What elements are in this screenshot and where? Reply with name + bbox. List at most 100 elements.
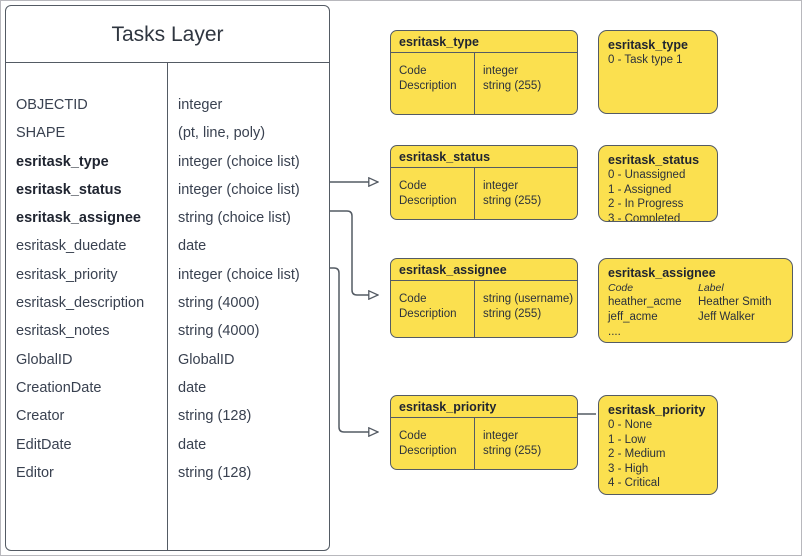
domain-field-line: string (255) bbox=[483, 80, 542, 92]
field-type: string (128) bbox=[178, 464, 252, 481]
field-type: integer (choice list) bbox=[178, 153, 300, 170]
value-list-items: 0 - Task type 1 bbox=[608, 53, 708, 68]
field-type: integer (choice list) bbox=[178, 181, 300, 198]
value-list-header-row: Code Label bbox=[608, 281, 783, 295]
field-type: integer bbox=[178, 97, 223, 113]
field-name: SHAPE bbox=[16, 125, 66, 142]
table-row[interactable]: esritask_notes string (4000) bbox=[6, 317, 329, 345]
field-type: string (128) bbox=[178, 408, 252, 425]
domain-field-line: Code bbox=[399, 293, 427, 305]
field-name: esritask_type bbox=[16, 153, 109, 170]
value-list-assignee[interactable]: esritask_assignee Code Label heather_acm… bbox=[598, 258, 793, 343]
field-name: Creator bbox=[16, 408, 65, 425]
list-item: 0 - Task type 1 bbox=[608, 54, 683, 66]
table-row[interactable]: esritask_priority integer (choice list) bbox=[6, 261, 329, 289]
domain-table-title: esritask_status bbox=[391, 146, 577, 168]
domain-field-line: integer bbox=[483, 180, 519, 192]
domain-field-line: Description bbox=[399, 445, 457, 457]
value-list-title: esritask_priority bbox=[608, 403, 706, 417]
value-code: heather_acme bbox=[608, 296, 682, 308]
field-type: string (choice list) bbox=[178, 210, 291, 227]
domain-field-line: Code bbox=[399, 430, 427, 442]
domain-field-line: Description bbox=[399, 195, 457, 207]
value-list-title: esritask_status bbox=[608, 153, 700, 167]
domain-table-title: esritask_type bbox=[391, 31, 577, 53]
field-name: esritask_status bbox=[16, 181, 122, 198]
value-code: jeff_acme bbox=[608, 311, 658, 323]
value-list-header-label: Label bbox=[698, 282, 724, 294]
field-type: date bbox=[178, 379, 207, 396]
domain-field-types: string (username) string (255) bbox=[483, 292, 573, 322]
value-list-title: esritask_assignee bbox=[608, 266, 716, 280]
domain-field-line: string (255) bbox=[483, 308, 542, 320]
field-name: esritask_notes bbox=[16, 323, 110, 340]
table-row[interactable]: OBJECTID integer bbox=[6, 91, 329, 119]
field-type: (pt, line, poly) bbox=[178, 125, 266, 142]
field-name: esritask_priority bbox=[16, 266, 118, 283]
table-row[interactable]: esritask_description string (4000) bbox=[6, 289, 329, 317]
domain-field-types: integer string (255) bbox=[483, 64, 541, 94]
table-row[interactable]: SHAPE (pt, line, poly) bbox=[6, 119, 329, 147]
table-row[interactable]: Editor string (128) bbox=[6, 459, 329, 487]
field-type: GlobalID bbox=[178, 351, 235, 368]
value-list-header-code: Code bbox=[608, 282, 634, 294]
field-name: OBJECTID bbox=[16, 97, 88, 113]
connector-assignee bbox=[330, 210, 378, 295]
list-item: 4 - Critical bbox=[608, 477, 660, 489]
domain-field-types: integer string (255) bbox=[483, 179, 541, 209]
field-type: integer (choice list) bbox=[178, 266, 300, 283]
field-type: string (4000) bbox=[178, 323, 260, 340]
table-row[interactable]: Creator string (128) bbox=[6, 402, 329, 430]
connector-priority bbox=[330, 267, 378, 432]
value-list-type[interactable]: esritask_type 0 - Task type 1 bbox=[598, 30, 718, 114]
domain-column-divider bbox=[474, 281, 475, 337]
list-item: 2 - Medium bbox=[608, 448, 666, 460]
list-item: 3 - Completed bbox=[608, 212, 681, 222]
domain-field-line: string (username) bbox=[483, 293, 574, 305]
domain-field-line: Description bbox=[399, 308, 457, 320]
list-item: 1 - Low bbox=[608, 433, 646, 446]
table-row[interactable]: esritask_status integer (choice list) bbox=[6, 176, 329, 204]
field-name: esritask_description bbox=[16, 295, 145, 312]
list-item: 2 - In Progress bbox=[608, 198, 684, 210]
domain-field-line: Code bbox=[399, 180, 427, 192]
domain-column-divider bbox=[474, 418, 475, 469]
value-code: .... bbox=[608, 326, 621, 338]
value-list-title: esritask_type bbox=[608, 38, 688, 52]
field-type: string (4000) bbox=[178, 295, 260, 312]
table-row[interactable]: esritask_type integer (choice list) bbox=[6, 148, 329, 176]
page-title: Tasks Layer bbox=[6, 6, 329, 63]
domain-field-line: string (255) bbox=[483, 195, 542, 207]
domain-field-line: integer bbox=[483, 65, 519, 77]
field-name: EditDate bbox=[16, 436, 72, 453]
list-item: .... bbox=[608, 325, 783, 340]
field-name: Editor bbox=[16, 464, 54, 481]
domain-field-line: Code bbox=[399, 65, 427, 77]
